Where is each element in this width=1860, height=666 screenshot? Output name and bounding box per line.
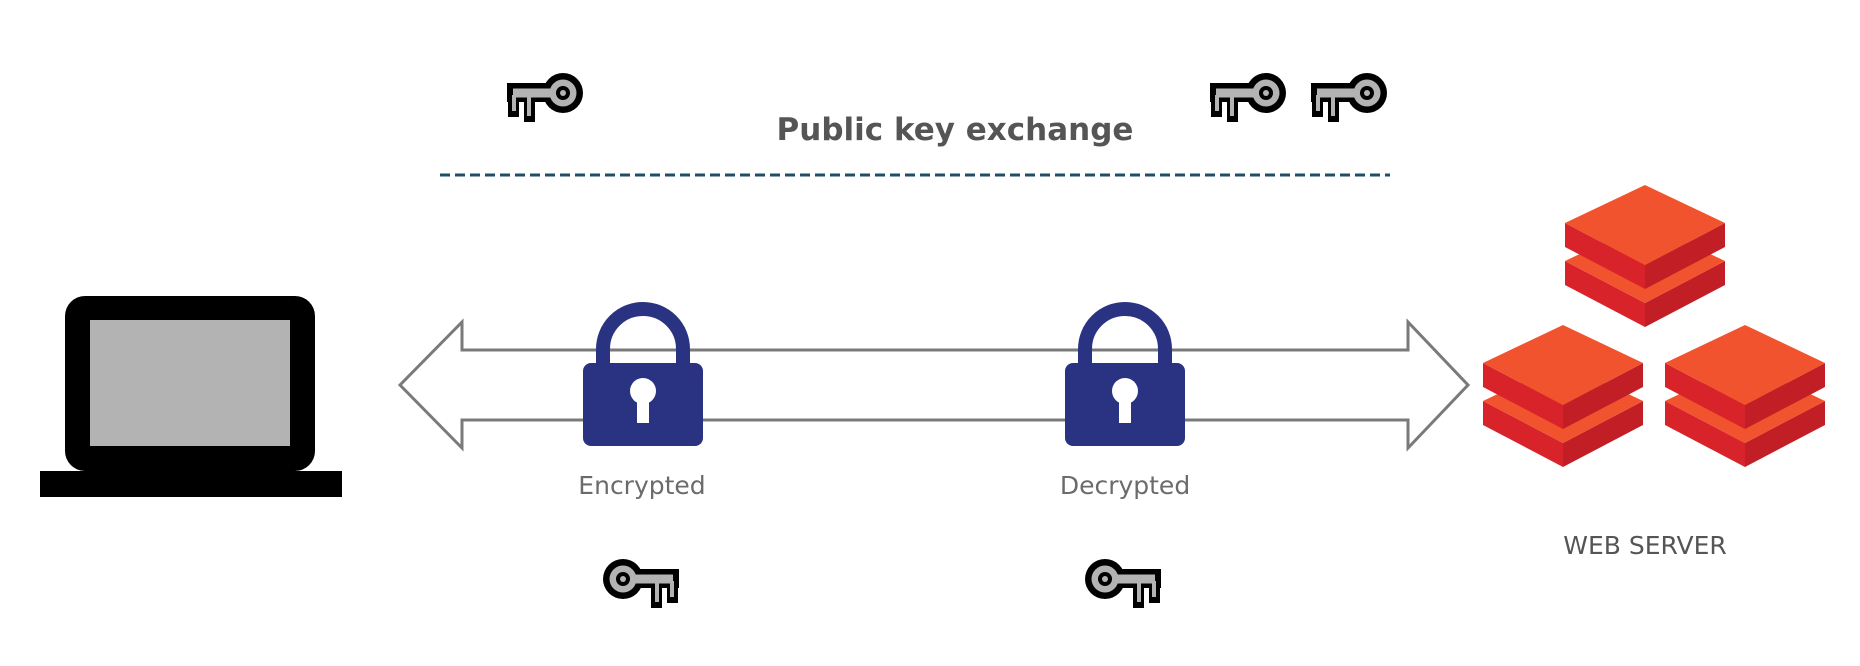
padlock-icon <box>1065 309 1185 446</box>
double-arrow <box>397 318 1471 452</box>
key-icon <box>603 559 679 608</box>
key-icon <box>507 73 583 122</box>
decrypted-label: Decrypted <box>1060 471 1190 500</box>
web-server-label: WEB SERVER <box>1563 531 1727 560</box>
encrypted-label: Encrypted <box>578 471 705 500</box>
padlock-icon <box>583 309 703 446</box>
diagram-title: Public key exchange <box>777 112 1134 148</box>
key-icon <box>1210 73 1286 122</box>
laptop-icon <box>40 296 342 497</box>
server-stack-icon <box>1483 185 1825 467</box>
key-icon <box>1311 73 1387 122</box>
key-icon <box>1085 559 1161 608</box>
